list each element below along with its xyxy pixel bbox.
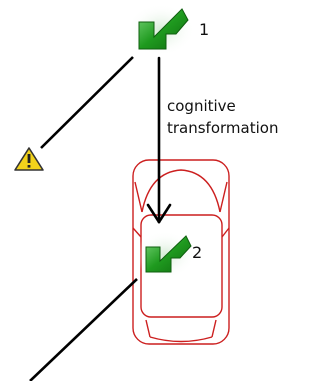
car-rear-line-right (211, 319, 217, 338)
warning-triangle-icon (14, 147, 44, 171)
transformation-label-line1: cognitive (167, 97, 236, 115)
car-pillar-right (219, 181, 228, 213)
green-diagonal-arrow-icon-bottom (135, 231, 195, 279)
car-rear-window (149, 336, 213, 343)
line-bottom-marker-out (29, 278, 138, 382)
car-windshield (141, 169, 221, 213)
car-rear-line-left (145, 319, 151, 338)
transformation-label-line2: transformation (167, 119, 279, 137)
marker-label-2: 2 (192, 243, 203, 262)
car-mirror-right (221, 227, 230, 238)
marker-label-1: 1 (199, 20, 210, 39)
transformation-arrow (146, 56, 172, 224)
car-mirror-left (132, 227, 142, 238)
car-pillar-left (134, 181, 143, 213)
green-diagonal-arrow-icon-top (127, 4, 195, 56)
car-body-outline (132, 159, 230, 345)
line-top-marker-to-warning (40, 56, 134, 149)
